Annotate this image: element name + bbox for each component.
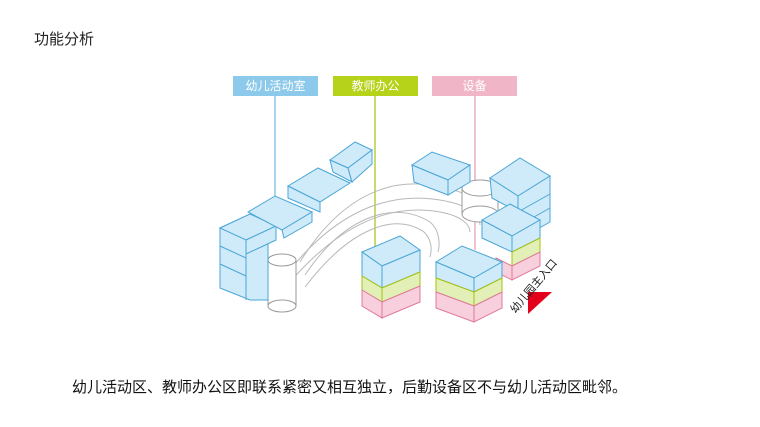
entrance-marker-icon: [528, 292, 552, 314]
legend-activity-room: 幼儿活动室: [233, 76, 318, 96]
caption-text: 幼儿活动区、教师办公区即联系紧密又相互独立，后勤设备区不与幼儿活动区毗邻。: [72, 378, 628, 396]
page-title: 功能分析: [34, 30, 95, 48]
round-tower-left: [267, 253, 297, 313]
center-stack: [360, 235, 422, 319]
activity-blocks-right: [410, 151, 551, 253]
right-center-stack: [434, 245, 504, 323]
legend-equipment: 设备: [432, 76, 517, 96]
activity-blocks-left: [218, 141, 373, 301]
legend-teacher-office: 教师办公: [333, 76, 418, 96]
